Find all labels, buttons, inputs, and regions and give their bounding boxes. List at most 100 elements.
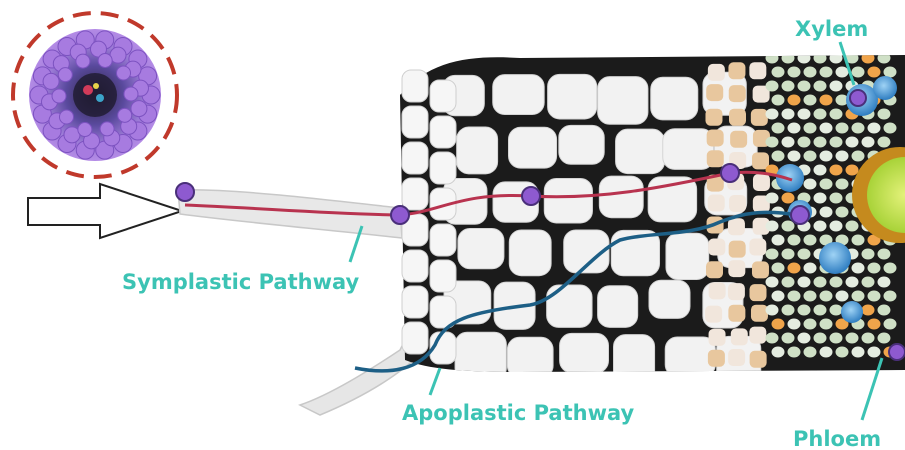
nanoparticle-marker	[850, 90, 866, 106]
stele-cell	[820, 67, 833, 78]
stele-cell	[830, 53, 843, 64]
endodermis-cell	[708, 64, 725, 81]
endodermis-cell	[750, 351, 767, 368]
endodermis-cell	[749, 327, 766, 344]
stele-cell	[862, 277, 875, 288]
stele-cell	[798, 277, 811, 288]
stele-cell	[798, 333, 811, 344]
stele-cell	[830, 109, 843, 120]
stele-cell	[846, 333, 859, 344]
stele-cell	[788, 263, 801, 274]
epidermis-cell	[402, 106, 428, 138]
epidermis-cell	[402, 142, 428, 174]
endodermis-cell	[709, 282, 726, 299]
endodermis-cell	[706, 84, 723, 101]
xylem-label: Xylem	[795, 17, 868, 41]
stele-cell	[772, 347, 785, 358]
stele-cell	[862, 137, 875, 148]
stele-cell	[830, 277, 843, 288]
nanoparticle-marker	[522, 187, 540, 205]
stele-cell	[820, 151, 833, 162]
nanoparticle-marker	[721, 164, 739, 182]
apoplastic-leader-line	[430, 368, 440, 395]
cortex-cell	[509, 127, 557, 168]
nanoparticle-bead	[58, 68, 72, 82]
stele-cell	[868, 319, 881, 330]
endodermis-cell	[752, 152, 769, 169]
cortex-cell	[598, 77, 648, 125]
endodermis-cell	[730, 131, 747, 148]
stele-cell	[830, 221, 843, 232]
stele-cell	[868, 263, 881, 274]
stele-cell	[814, 109, 827, 120]
stele-cell	[766, 137, 779, 148]
endodermis-cell	[707, 129, 724, 146]
cortex-cell	[544, 178, 592, 222]
stele-cell	[798, 305, 811, 316]
endodermis-cell	[729, 85, 746, 102]
endodermis-cell	[705, 109, 722, 126]
stele-cell	[782, 305, 795, 316]
epidermis-cell	[402, 322, 428, 354]
stele-cell	[814, 193, 827, 204]
stele-cell	[868, 291, 881, 302]
nanoparticle-bead	[59, 110, 73, 124]
stele-cell	[798, 81, 811, 92]
stele-cell	[804, 235, 817, 246]
stele-cell	[782, 277, 795, 288]
stele-cell	[820, 347, 833, 358]
stele-cell	[830, 137, 843, 148]
stele-cell	[814, 165, 827, 176]
epidermis-cell	[430, 152, 456, 184]
stele-cell	[788, 347, 801, 358]
epidermis-cell	[430, 116, 456, 148]
stele-cell	[772, 263, 785, 274]
cortex-cell	[458, 228, 504, 268]
endodermis-cell	[752, 261, 769, 278]
cortex-cell	[559, 125, 604, 164]
stele-cell	[852, 263, 865, 274]
endodermis-cell	[708, 195, 725, 212]
cortex-cell	[649, 280, 690, 318]
endodermis-cell	[706, 261, 723, 278]
stele-cell	[836, 179, 849, 190]
nanoparticle-bead	[98, 53, 112, 67]
stele-cell	[766, 277, 779, 288]
epidermis-cell	[402, 70, 428, 102]
stele-cell	[814, 221, 827, 232]
nanoparticle-bead	[124, 87, 138, 101]
stele-cell	[830, 193, 843, 204]
stele-cell	[830, 81, 843, 92]
endodermis-cell	[709, 329, 726, 346]
stele-cell	[788, 319, 801, 330]
cortex-cell	[547, 285, 592, 327]
stele-cell	[836, 291, 849, 302]
stele-cell	[862, 333, 875, 344]
nanoparticle-marker	[391, 206, 409, 224]
stele-cell	[766, 193, 779, 204]
cortex-cell	[616, 129, 665, 173]
endodermis-cell	[750, 284, 767, 301]
stele-cell	[862, 305, 875, 316]
stele-cell	[782, 193, 795, 204]
stele-cell	[788, 67, 801, 78]
cortex-cell	[493, 75, 544, 115]
cortex-cell	[665, 337, 715, 376]
endodermis-cell	[749, 62, 766, 79]
cortex-cell	[507, 337, 553, 377]
stele-cell	[798, 137, 811, 148]
stele-cell	[836, 347, 849, 358]
stele-cell	[766, 333, 779, 344]
endodermis-cell	[751, 109, 768, 126]
phloem-label: Phloem	[793, 427, 881, 450]
stele-cell	[766, 305, 779, 316]
endodermis-cell	[728, 260, 745, 277]
stele-cell	[878, 333, 891, 344]
stele-cell	[862, 249, 875, 260]
stele-cell	[772, 95, 785, 106]
epidermis-cell	[430, 224, 456, 256]
stele-cell	[884, 123, 897, 134]
nanoparticle-bead	[76, 54, 90, 68]
